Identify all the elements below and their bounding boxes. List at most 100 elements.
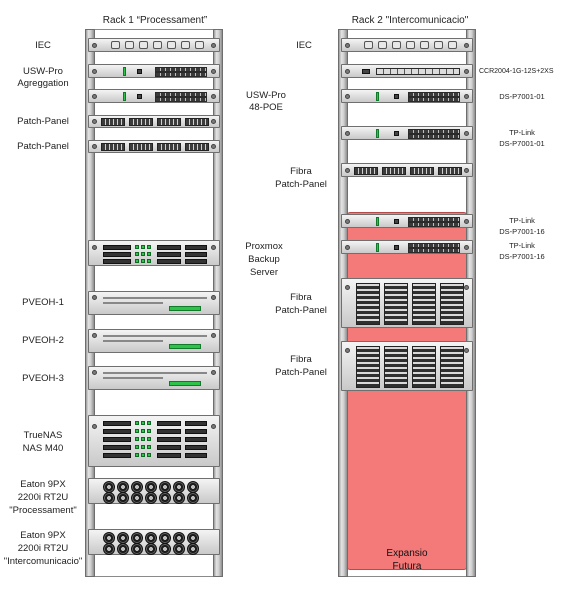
drive-bay-icon bbox=[103, 437, 131, 442]
screw-icon bbox=[211, 423, 216, 429]
label-rack1-usw-agg-line1: USW-Pro bbox=[23, 66, 63, 77]
vent-slot bbox=[103, 372, 207, 374]
drive-bay-icon bbox=[157, 421, 181, 426]
label-rack2-tplink1-line2: DS-P7001-01 bbox=[499, 139, 545, 148]
rack2-tplink-ds-p7001-16-a[interactable] bbox=[341, 214, 473, 228]
rack2-iec-pdu[interactable] bbox=[341, 38, 473, 52]
drive-bay-icon bbox=[185, 429, 207, 434]
label-rack1-proxmox-line1: Proxmox bbox=[245, 241, 283, 252]
drive-bay-icon bbox=[157, 259, 181, 264]
status-led-icon bbox=[141, 453, 145, 457]
rack1-usw-pro-aggregation[interactable] bbox=[88, 64, 220, 78]
status-led-icon bbox=[147, 437, 151, 441]
vent-slot bbox=[103, 297, 207, 299]
fiber-ports-icon bbox=[440, 283, 464, 325]
status-led-icon bbox=[135, 252, 139, 256]
label-rack1-iec: IEC bbox=[35, 40, 51, 51]
ethernet-ports-icon bbox=[408, 97, 460, 102]
vent-slot bbox=[103, 340, 163, 342]
rack1-proxmox-backup-server[interactable] bbox=[88, 240, 220, 266]
fiber-ports-icon bbox=[438, 167, 462, 175]
rack1-title: Rack 1 “Processament” bbox=[102, 15, 208, 26]
patch-ports-icon bbox=[157, 143, 181, 151]
ethernet-ports-icon bbox=[155, 92, 207, 97]
screw-icon bbox=[464, 167, 469, 173]
rack1-pveoh-1-server[interactable] bbox=[88, 291, 220, 315]
fiber-ports-icon bbox=[410, 167, 434, 175]
drive-bay-icon bbox=[103, 453, 131, 458]
rack1-eaton-ups-processament[interactable] bbox=[88, 478, 220, 504]
label-rack1-patch-panel-1: Patch-Panel bbox=[17, 116, 69, 127]
patch-ports-icon bbox=[101, 143, 125, 151]
rack2-title: Rack 2 "Intercomunicacio" bbox=[351, 15, 469, 26]
rack1-iec-pdu[interactable] bbox=[88, 38, 220, 52]
patch-ports-icon bbox=[185, 143, 209, 151]
label-rack1-usw-agg-line2: Agreggation bbox=[17, 78, 69, 89]
fan-icon bbox=[145, 543, 157, 555]
fiber-ports-icon bbox=[412, 346, 436, 388]
screw-icon bbox=[211, 68, 216, 74]
rack1-pveoh-2-server[interactable] bbox=[88, 329, 220, 353]
fiber-ports-icon bbox=[384, 346, 408, 388]
rack1-usw-pro-48-poe[interactable] bbox=[88, 89, 220, 103]
rack2-fibra-patch-panel-3[interactable] bbox=[341, 341, 473, 391]
fiber-ports-icon bbox=[356, 346, 380, 388]
status-led-icon bbox=[123, 67, 126, 76]
ethernet-ports-icon bbox=[408, 217, 460, 222]
drive-bay-icon bbox=[157, 437, 181, 442]
rack2-ds-p7001-01-switch[interactable] bbox=[341, 89, 473, 103]
label-rack1-truenas-line1: TrueNAS bbox=[23, 430, 63, 441]
status-led-icon bbox=[376, 217, 379, 226]
status-led-icon bbox=[169, 344, 201, 349]
rack2-ccr2004-router[interactable] bbox=[341, 64, 473, 78]
drive-bay-icon bbox=[185, 252, 207, 257]
outlet-icon bbox=[195, 41, 204, 49]
outlet-icon bbox=[153, 41, 162, 49]
rack1-truenas-m40[interactable] bbox=[88, 415, 220, 467]
rack1-patch-panel-2[interactable] bbox=[88, 140, 220, 153]
screw-icon bbox=[464, 218, 469, 224]
fiber-ports-icon bbox=[440, 346, 464, 388]
rack2-fibra-patch-panel-1[interactable] bbox=[341, 163, 473, 177]
rack2-tplink-ds-p7001-01[interactable] bbox=[341, 126, 473, 140]
sfp-ports-icon bbox=[376, 68, 460, 75]
label-rack2-fibra1-line2: Patch-Panel bbox=[275, 179, 327, 190]
rack1-patch-panel-1[interactable] bbox=[88, 115, 220, 128]
status-led-icon bbox=[141, 445, 145, 449]
status-led-icon bbox=[135, 245, 139, 249]
label-rack1-eaton1-line1: Eaton 9PX bbox=[20, 479, 66, 490]
outlet-icon bbox=[167, 41, 176, 49]
label-rack1-proxmox-line3: Server bbox=[250, 267, 278, 278]
expansion-label-line1: Expansio bbox=[386, 548, 428, 559]
screw-icon bbox=[464, 244, 469, 250]
status-led-icon bbox=[169, 306, 201, 311]
rack2-fibra-patch-panel-2[interactable] bbox=[341, 278, 473, 328]
ethernet-ports-icon bbox=[408, 243, 460, 248]
status-led-icon bbox=[141, 252, 145, 256]
status-led-icon bbox=[135, 259, 139, 263]
fan-icon bbox=[159, 492, 171, 504]
screw-icon bbox=[92, 244, 97, 250]
sfp-ports-icon bbox=[155, 72, 207, 77]
label-rack1-patch-panel-2: Patch-Panel bbox=[17, 141, 69, 152]
rack2-expansion-zone bbox=[347, 212, 467, 570]
fiber-ports-icon bbox=[356, 283, 380, 325]
label-rack2-fibra3-line1: Fibra bbox=[290, 354, 312, 365]
outlet-icon bbox=[406, 41, 415, 49]
status-led-icon bbox=[141, 245, 145, 249]
label-rack1-usw48-line1: USW-Pro bbox=[246, 90, 286, 101]
screw-icon bbox=[211, 332, 216, 338]
label-rack1-truenas-line2: NAS M40 bbox=[22, 443, 64, 454]
vent-slot bbox=[103, 335, 207, 337]
status-led-icon bbox=[147, 445, 151, 449]
label-rack2-tplink2-line2: DS-P7001-16 bbox=[499, 227, 545, 236]
label-rack1-eaton2-line3: "Intercomunicacio" bbox=[3, 556, 83, 567]
status-led-icon bbox=[376, 243, 379, 252]
drive-bay-icon bbox=[103, 445, 131, 450]
rack1-eaton-ups-intercomunicacio[interactable] bbox=[88, 529, 220, 555]
rack1-pveoh-3-server[interactable] bbox=[88, 366, 220, 390]
screw-icon bbox=[345, 130, 350, 136]
port-icon bbox=[137, 94, 142, 99]
rack2-tplink-ds-p7001-16-b[interactable] bbox=[341, 240, 473, 254]
fiber-ports-icon bbox=[384, 283, 408, 325]
